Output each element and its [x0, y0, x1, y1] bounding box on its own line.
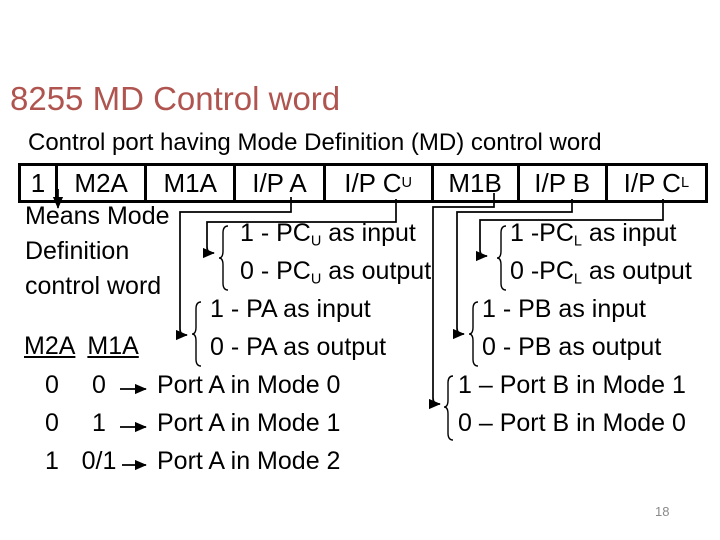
annotation-pcu-output: 0 - PCU as output — [240, 257, 432, 288]
annotation-m1b-mode1: 1 – Port B in Mode 1 — [458, 371, 686, 399]
bitfield-cell-ipa: I/P A — [233, 166, 323, 200]
bitfield-cell-m2a: M2A — [54, 166, 144, 200]
mode-table-header-m2a: M2A — [24, 332, 76, 360]
page-number: 18 — [655, 504, 670, 519]
bitfield-cell-d7: 1 — [30, 167, 46, 198]
means-label-line1: Means Mode — [25, 202, 170, 230]
brace-pcl — [496, 225, 507, 291]
bitfield-cell-m1a: M1A — [144, 166, 233, 200]
annotation-pcl-input: 1 -PCL as input — [510, 219, 677, 250]
bitfield-cell-m1b: M1B — [430, 166, 517, 200]
brace-pb — [468, 301, 479, 367]
mode-row2-m2a: 0 — [45, 409, 59, 437]
slide-subtitle: Control port having Mode Definition (MD)… — [28, 129, 602, 156]
mode-row1-m1a: 0 — [92, 371, 106, 399]
annotation-m1b-mode0: 0 – Port B in Mode 0 — [458, 409, 686, 437]
mode-row2-m1a: 1 — [92, 409, 106, 437]
means-label-line3: control word — [25, 272, 162, 300]
mode-row2-desc: Port A in Mode 1 — [157, 409, 341, 437]
mode-row1-m2a: 0 — [45, 371, 59, 399]
brace-pcu — [218, 225, 229, 291]
mode-table-header-m1a: M1A — [87, 332, 139, 360]
means-label-line2: Definition — [25, 237, 130, 265]
brace-pa — [191, 301, 202, 367]
annotation-pb-output: 0 - PB as output — [482, 333, 662, 361]
mode-table-header: M2A M1A — [24, 332, 139, 361]
slide-title: 8255 MD Control word — [10, 80, 341, 117]
mode-row3-m1a: 0/1 — [81, 447, 117, 475]
annotation-pa-output: 0 - PA as output — [210, 333, 387, 361]
brace-portb — [443, 375, 454, 441]
annotation-pa-input: 1 - PA as input — [210, 295, 371, 323]
mode-row3-desc: Port A in Mode 2 — [157, 447, 341, 475]
mode-row1-desc: Port A in Mode 0 — [157, 371, 341, 399]
annotation-pcu-input: 1 - PCU as input — [240, 219, 416, 250]
annotation-pb-input: 1 - PB as input — [482, 295, 646, 323]
bitfield-cell-ipb: I/P B — [516, 166, 605, 200]
annotation-pcl-output: 0 -PCL as output — [510, 257, 692, 288]
mode-row3-m2a: 1 — [45, 447, 59, 475]
